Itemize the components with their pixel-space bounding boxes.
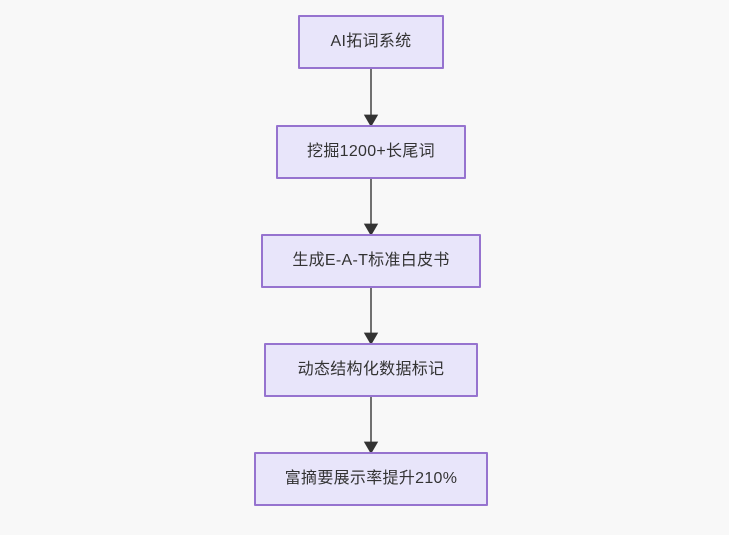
flow-node-eat-whitepaper[interactable]: 生成E-A-T标准白皮书 [261,234,481,288]
flow-node-longtail-mining[interactable]: 挖掘1200+长尾词 [276,125,466,179]
flow-node-label: 动态结构化数据标记 [297,361,445,379]
flow-node-structured-data-markup[interactable]: 动态结构化数据标记 [264,343,478,397]
flow-node-rich-snippet-result[interactable]: 富摘要展示率提升210% [254,452,488,506]
flow-node-label: 挖掘1200+长尾词 [307,143,435,161]
flow-node-label: 富摘要展示率提升210% [284,470,458,488]
flow-node-label: 生成E-A-T标准白皮书 [292,252,450,270]
flow-node-ai-keyword-system[interactable]: AI拓词系统 [298,15,444,69]
flow-node-label: AI拓词系统 [330,33,412,51]
